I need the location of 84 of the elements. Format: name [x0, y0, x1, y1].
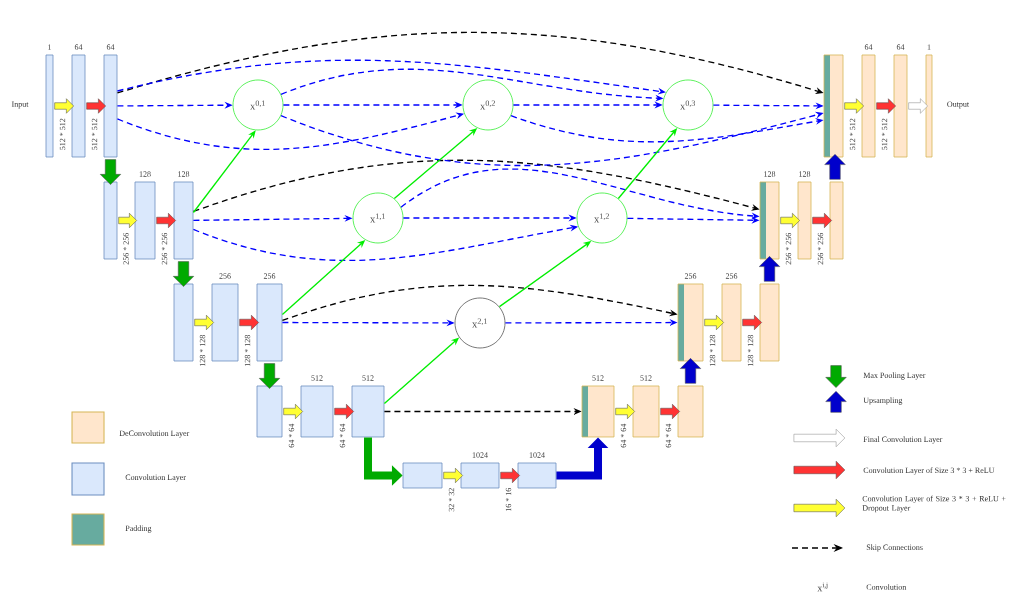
dimension-label: 256 * 256 [123, 233, 129, 265]
dimension-label: 64 * 64 [620, 423, 627, 448]
layer-block [829, 181, 844, 260]
legend-text: Max Pooling Layer [863, 372, 926, 380]
dimension-label: 128 * 128 [747, 335, 754, 367]
dimension-label: 64 * 64 [665, 423, 672, 448]
block-arrow [239, 314, 259, 330]
output-label: Output [947, 101, 970, 109]
channel-count: 1 [927, 44, 931, 50]
channel-count: 128 [178, 171, 190, 177]
legend-text: Convolution Layer of Size 3 * 3 + ReLU [863, 467, 995, 475]
legend-text: Convolution [866, 584, 907, 590]
layer-block [256, 385, 283, 438]
dimension-label: 32 * 32 [448, 488, 455, 512]
block-arrow [173, 261, 195, 287]
channel-count: 1024 [472, 452, 488, 458]
dimension-label: 512 * 512 [849, 118, 856, 150]
dimension-label: 128 * 128 [244, 335, 251, 367]
block-arrow [156, 212, 176, 228]
channel-count: 128 [764, 171, 776, 177]
dimension-label: 128 * 128 [709, 335, 716, 367]
block-arrow [99, 159, 122, 185]
channel-count: 1 [48, 44, 52, 50]
block-arrow [812, 212, 832, 228]
channel-count: 64 [106, 44, 115, 50]
block-arrow [118, 212, 137, 228]
dimension-label: 512 * 512 [59, 118, 66, 150]
block-arrow [704, 314, 724, 330]
dimension-label: 512 * 512 [881, 118, 888, 150]
symbol-label: x$^{i,j}$ [817, 582, 828, 592]
layer-block [103, 181, 118, 260]
dimension-label: 256 * 256 [161, 233, 168, 265]
dimension-label: 16 * 16 [505, 488, 512, 512]
block-arrow [283, 403, 303, 419]
channel-count: 256 [219, 273, 231, 279]
layer-block [677, 385, 704, 438]
block-arrow [758, 256, 781, 282]
legend-text: Convolution Layer [125, 474, 186, 482]
block-arrow [908, 98, 928, 114]
legend-text: Upsampling [863, 397, 903, 405]
legend-text: Skip Connections [866, 544, 923, 552]
legend-text: Final Convolution Layer [863, 436, 943, 444]
block-arrow [615, 403, 635, 419]
channel-count: 512 [311, 375, 323, 381]
input-label: Input [11, 101, 29, 109]
layer-block [402, 462, 443, 489]
layer-block [759, 283, 780, 362]
dimension-label: 512 * 512 [91, 118, 98, 150]
block-arrow [660, 403, 680, 419]
block-arrow [258, 363, 281, 389]
legend-text: DeConvolution Layer [119, 430, 190, 438]
block-arrow [742, 314, 762, 330]
channel-count: 512 [640, 375, 652, 381]
block-arrow [679, 358, 702, 384]
legend-text: Convolution Layer of Size 3 * 3 + ReLU + Dropout Layer [862, 495, 1006, 513]
layer-block [173, 283, 194, 362]
channel-count: 128 [139, 171, 151, 177]
channel-count: 64 [864, 44, 873, 50]
channel-count: 64 [896, 44, 905, 50]
block-arrow [194, 314, 214, 330]
block-arrow [824, 154, 846, 180]
channel-count: 128 [799, 171, 811, 177]
legend-text: Padding [125, 525, 152, 533]
channel-count: 512 [362, 375, 374, 381]
dimension-label: 256 * 256 [785, 233, 792, 265]
channel-count: 1024 [529, 452, 545, 458]
block-arrow [334, 403, 354, 419]
block-arrow [876, 98, 896, 114]
layer-block [823, 54, 844, 158]
channel-count: 512 [592, 375, 604, 381]
channel-count: 256 [725, 273, 738, 279]
block-arrow [500, 467, 520, 483]
block-arrow [86, 98, 106, 114]
dimension-label: 64 * 64 [339, 423, 346, 448]
channel-count: 256 [263, 273, 276, 279]
block-arrow [844, 98, 864, 114]
block-arrow [780, 212, 800, 228]
channel-count: 256 [684, 273, 697, 279]
channel-count: 64 [74, 44, 83, 50]
dimension-label: 256 * 256 [817, 233, 824, 265]
block-arrow [54, 98, 74, 114]
dimension-label: 64 * 64 [288, 423, 295, 448]
block-arrow [443, 467, 463, 483]
dimension-label: 128 * 128 [199, 335, 206, 367]
